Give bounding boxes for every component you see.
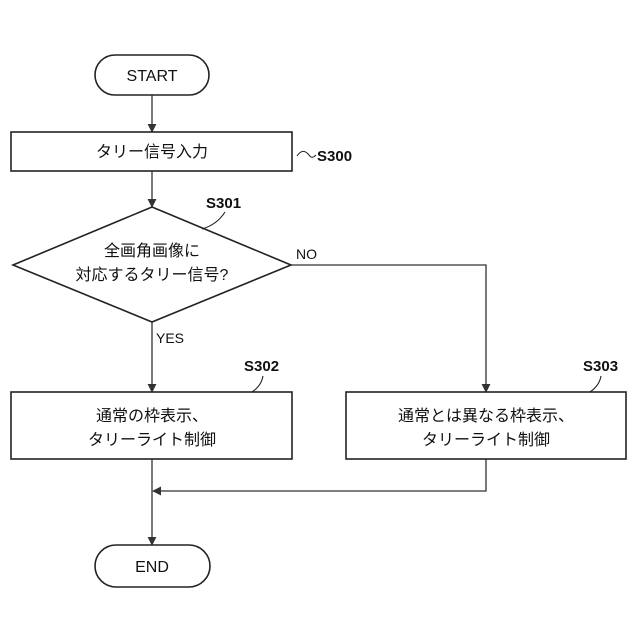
process-s303-line-1: 通常とは異なる枠表示、 [398,407,574,425]
process-s300: タリー信号入力 [11,132,292,171]
end-label: END [135,559,169,576]
branch-label-yes: YES [156,330,184,346]
step-label-s302: S302 [244,358,279,375]
branch-label-no: NO [296,246,317,262]
leader-s301 [202,212,225,229]
start-label: START [127,68,178,85]
connector-s301-s303-no [291,265,486,392]
process-s302-line-1: 通常の枠表示、 [96,407,208,425]
decision-s301: 全画角画像に 対応するタリー信号? [13,207,291,322]
connector-s303-merge [153,459,486,491]
leader-s300 [297,151,316,157]
process-s303: 通常とは異なる枠表示、 タリーライト制御 [346,392,626,459]
process-s300-label: タリー信号入力 [96,143,208,161]
decision-s301-line-1: 全画角画像に [104,242,200,260]
process-s303-line-2: タリーライト制御 [422,431,550,449]
process-s302-line-2: タリーライト制御 [88,431,216,449]
leader-s302 [252,376,263,392]
step-label-s301: S301 [206,195,241,212]
decision-s301-line-2: 対応するタリー信号? [76,266,229,284]
step-label-s300: S300 [317,148,352,165]
process-s302: 通常の枠表示、 タリーライト制御 [11,392,292,459]
start-terminal: START [95,55,209,95]
leader-s303 [590,376,601,392]
step-label-s303: S303 [583,358,618,375]
end-terminal: END [95,545,210,587]
